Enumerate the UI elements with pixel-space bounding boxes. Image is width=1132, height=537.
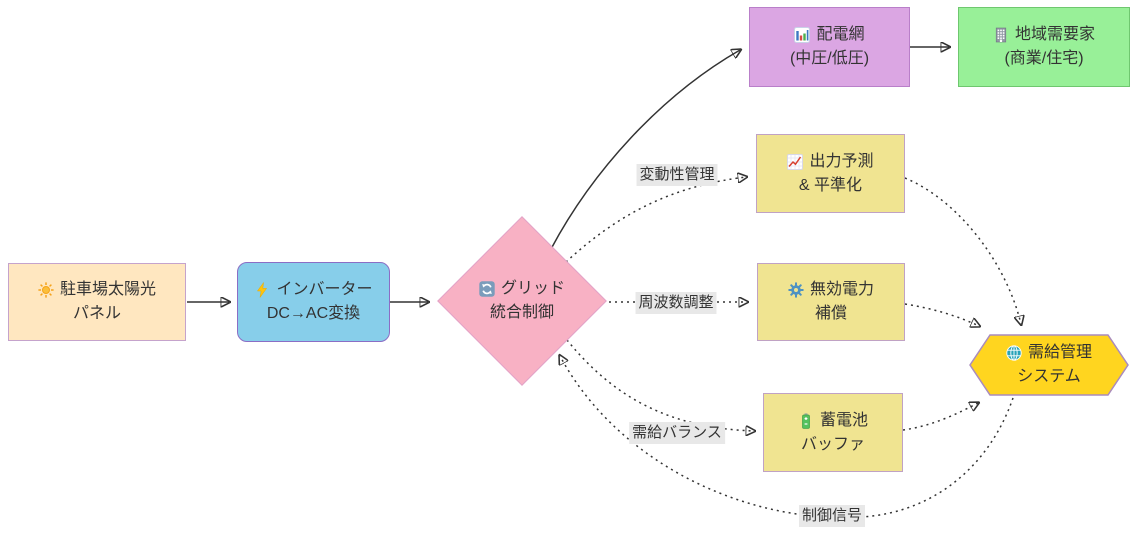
node-reactive-power: 無効電力 補償: [757, 263, 905, 341]
globe-icon: [1006, 345, 1022, 361]
node-battery-buffer: 蓄電池 バッファ: [763, 393, 903, 472]
node-local-consumers: 地域需要家 (商業/住宅): [958, 7, 1130, 87]
chart-up-icon: [787, 153, 804, 170]
edge-label-control: 制御信号: [798, 505, 866, 527]
edge-gridcontrol-to-distribution: [550, 50, 740, 250]
node-solar-panel-label2: パネル: [72, 305, 121, 322]
node-reactive-power-label2: 補償: [814, 305, 847, 322]
node-battery-buffer-label1: 蓄電池: [819, 411, 868, 429]
sun-icon: [38, 282, 54, 298]
node-solar-panel: 駐車場太陽光 パネル: [8, 263, 186, 341]
node-demand-mgmt-label1: 需給管理: [1027, 344, 1092, 361]
bolt-icon: [254, 282, 270, 298]
building-icon: [993, 27, 1009, 43]
node-battery-buffer-label2: バッファ: [800, 435, 865, 453]
node-distribution-grid-label1: 配電網: [816, 26, 865, 43]
node-demand-mgmt: 需給管理 システム: [969, 334, 1129, 396]
node-demand-mgmt-label2: システム: [1017, 368, 1081, 385]
edge-gridcontrol-to-forecast: [565, 177, 746, 263]
node-output-forecast-label1: 出力予測: [809, 152, 874, 170]
node-local-consumers-label1: 地域需要家: [1014, 26, 1095, 43]
node-solar-panel-label1: 駐車場太陽光: [59, 281, 156, 298]
node-grid-control: グリッド 統合制御: [437, 216, 607, 386]
edge-label-balance: 需給バランス: [629, 422, 725, 444]
bar-chart-icon: [794, 27, 811, 43]
node-inverter: インバーター DC→AC変換: [237, 262, 390, 342]
edge-label-frequency: 周波数調整: [635, 292, 717, 314]
node-inverter-label1: インバーター: [276, 281, 373, 298]
node-distribution-grid: 配電網 (中圧/低圧): [749, 7, 910, 87]
edge-reactive-to-demandmgmt: [904, 303, 979, 326]
edge-battery-to-demandmgmt: [902, 403, 978, 431]
refresh-icon: [479, 281, 495, 297]
edge-label-variability: 変動性管理: [636, 164, 718, 186]
node-distribution-grid-label2: (中圧/低圧): [789, 50, 870, 67]
node-grid-control-label1: グリッド: [500, 280, 565, 297]
node-reactive-power-label1: 無効電力: [809, 281, 874, 298]
node-inverter-label2: DC→AC変換: [266, 305, 361, 322]
gear-icon: [788, 282, 804, 298]
node-output-forecast: 出力予測 & 平準化: [756, 134, 905, 213]
node-output-forecast-label2: & 平準化: [798, 176, 863, 194]
edge-forecast-to-demandmgmt: [904, 177, 1021, 324]
node-local-consumers-label2: (商業/住宅): [1004, 50, 1084, 67]
battery-icon: [798, 412, 814, 429]
node-grid-control-label2: 統合制御: [489, 304, 554, 321]
edge-demandmgmt-to-gridcontrol: [560, 356, 1014, 519]
